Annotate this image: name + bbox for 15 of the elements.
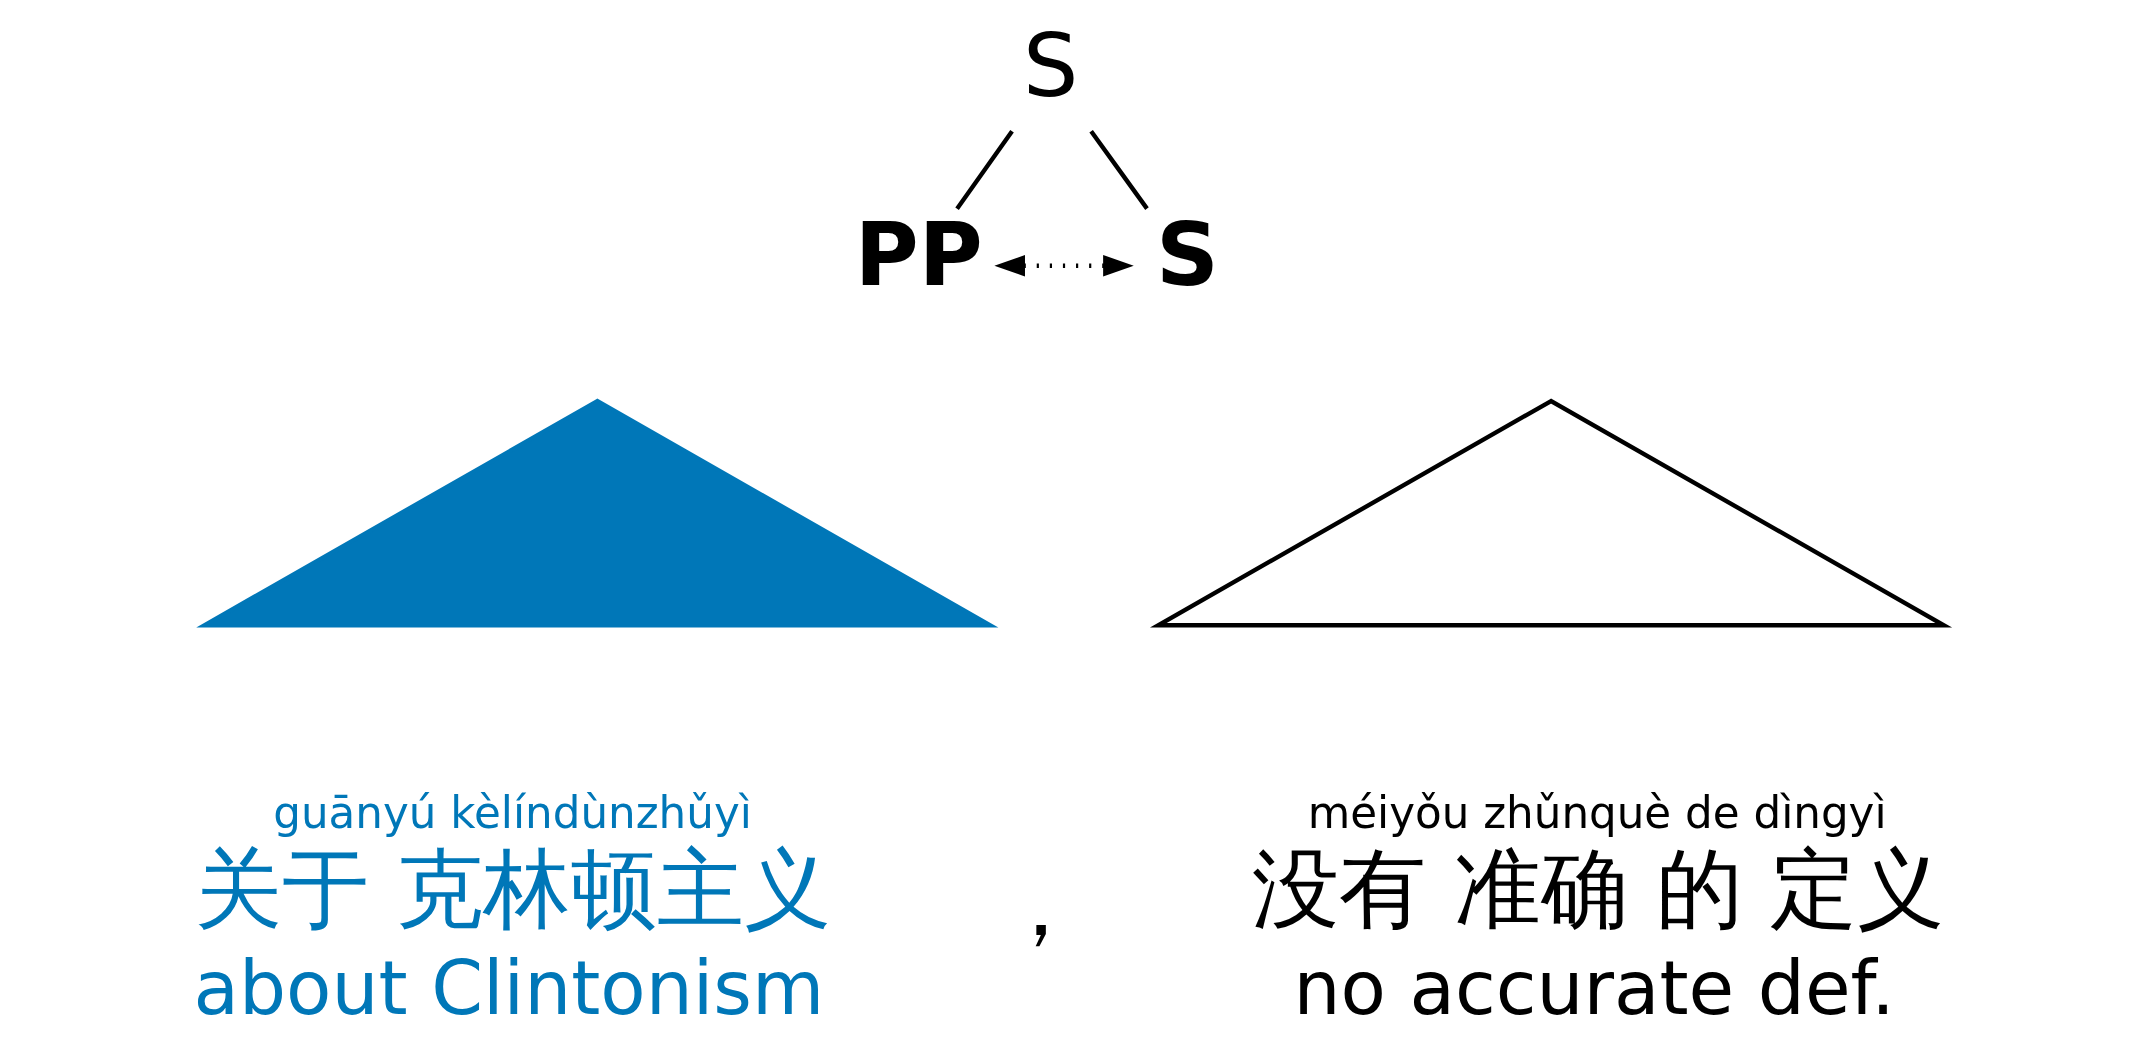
node-label: 没有 准确 的 定义 [1251,838,1944,941]
node-label: about Clintonism [193,944,824,1031]
node-text: S [1022,14,1078,117]
arrow [993,255,1134,277]
node-triangle [195,398,998,628]
node-text: PP [854,204,983,307]
connector [954,129,1014,210]
node-triangle [1149,398,1952,628]
node-label: 关于 克林顿主义 [194,838,831,941]
label: ， [996,853,1084,956]
connector [1088,129,1149,210]
node-text: S [1155,204,1219,307]
node-label: méiyǒu zhǔnquè de dìngyì [1307,786,1887,838]
node-label: no accurate def. [1293,944,1895,1031]
node-label: guānyú kèlíndùnzhǔyì [272,786,752,838]
